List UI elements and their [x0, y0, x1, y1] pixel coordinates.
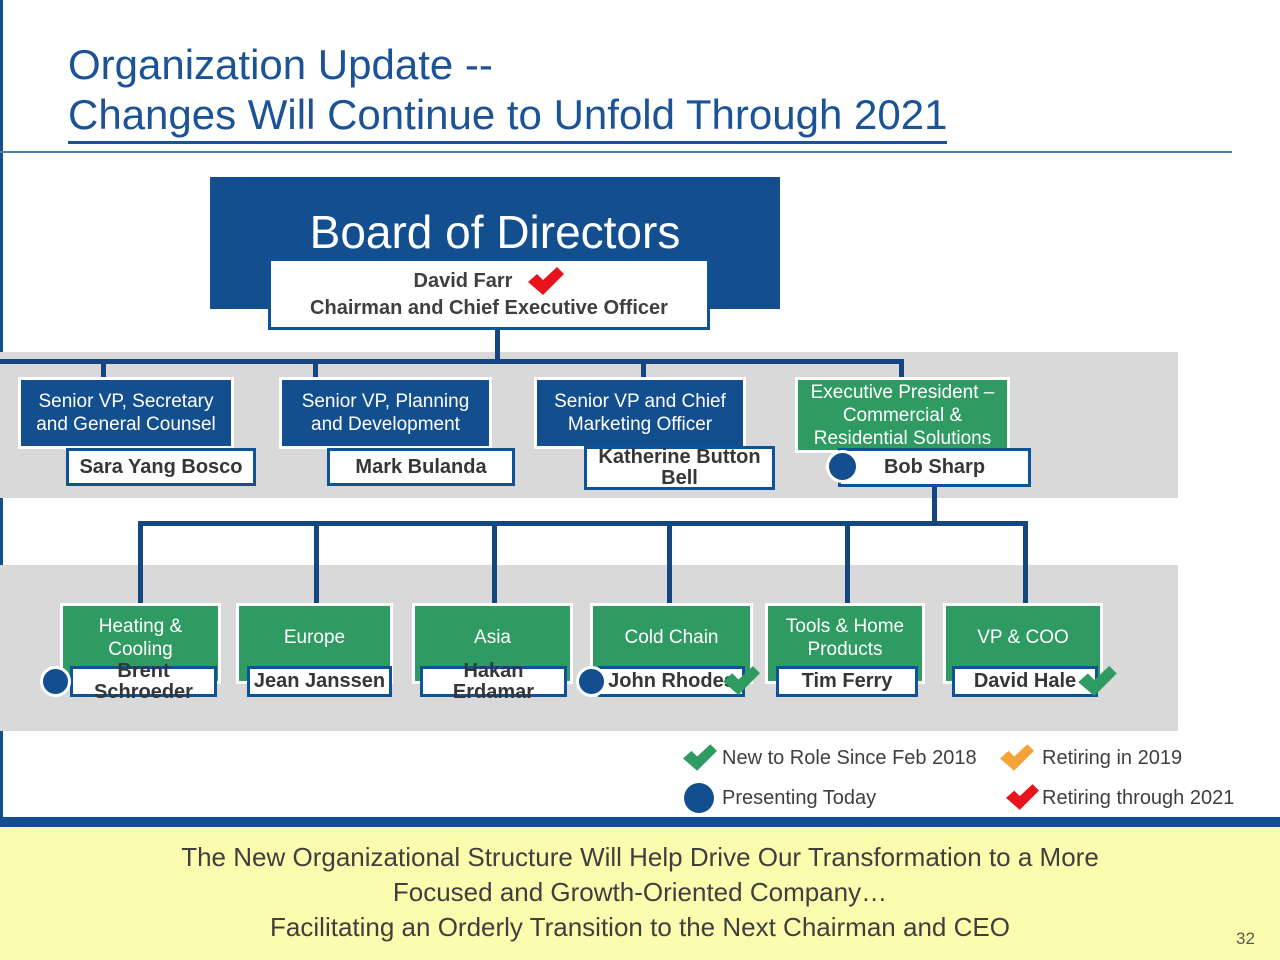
title-divider	[0, 151, 1232, 153]
name-plate: Sara Yang Bosco	[66, 448, 256, 486]
legend-presenting-today-icon	[684, 783, 714, 813]
connector-line	[495, 330, 500, 362]
person-name: Katherine Button Bell	[598, 446, 761, 489]
person-name: Tim Ferry	[801, 670, 893, 692]
dept-title: Europe	[283, 627, 346, 648]
person-name: Brent Schroeder	[94, 659, 193, 703]
name-plate: Mark Bulanda	[327, 448, 515, 486]
banner-line: Facilitating an Orderly Transition to th…	[270, 912, 1010, 942]
page-number: 32	[1236, 929, 1255, 948]
legend-presenting-today-label: Presenting Today	[722, 787, 877, 809]
connector-line	[492, 521, 497, 604]
connector-line	[0, 359, 904, 364]
connector-line	[1023, 521, 1028, 604]
banner-line: The New Organizational Structure Will He…	[181, 842, 1099, 872]
person-name: Jean Janssen	[253, 670, 386, 692]
dept-title: Senior VP and Chief Marketing Officer	[554, 391, 726, 435]
dept-title: Senior VP, Planning and Development	[301, 391, 470, 435]
person-name: David Hale	[973, 670, 1077, 692]
org-box-planning-development: Senior VP, Planning and Development	[279, 377, 492, 449]
retiring-2021-check-icon	[528, 267, 565, 295]
legend-new-to-role-label: New to Role Since Feb 2018	[722, 747, 977, 769]
dept-title: Heating & Cooling	[98, 615, 183, 660]
ceo-role: Chairman and Chief Executive Officer	[310, 297, 668, 319]
legend-new-to-role-icon	[683, 744, 717, 771]
page-title: Organization Update -- Changes Will Cont…	[68, 40, 948, 144]
legend-retiring-2021-label: Retiring through 2021	[1042, 787, 1235, 809]
name-plate: Tim Ferry	[776, 666, 918, 697]
new-to-role-check-icon	[1078, 666, 1117, 696]
presenting-today-icon	[40, 666, 71, 697]
page-title-line2: Changes Will Continue to Unfold Through …	[68, 90, 948, 144]
legend-retiring-2019-label: Retiring in 2019	[1042, 747, 1183, 769]
connector-line	[101, 359, 106, 379]
page-title-line1: Organization Update --	[68, 41, 493, 88]
org-box-general-counsel: Senior VP, Secretary and General Counsel	[18, 377, 234, 449]
connector-line	[314, 521, 319, 604]
banner-top-rule	[0, 817, 1280, 827]
person-name: Bob Sharp	[883, 456, 986, 478]
presenting-today-icon	[826, 450, 859, 483]
person-name: John Rhodes	[608, 670, 735, 692]
dept-title: Cold Chain	[624, 627, 719, 648]
connector-line	[313, 359, 318, 379]
org-box-commercial-residential: Executive President – Commercial & Resid…	[795, 377, 1010, 453]
bottom-banner: The New Organizational Structure Will He…	[0, 827, 1280, 960]
name-plate: Katherine Button Bell	[584, 446, 775, 490]
name-plate: Bob Sharp	[838, 448, 1031, 487]
name-plate: Jean Janssen	[247, 666, 392, 697]
connector-line	[139, 521, 1028, 526]
ceo-name: David Farr	[413, 270, 513, 292]
name-plate: Hakan Erdamar	[420, 660, 567, 702]
dept-title: Asia	[474, 627, 511, 648]
name-plate: Brent Schroeder	[70, 660, 217, 702]
connector-line	[667, 521, 672, 604]
connector-line	[641, 359, 646, 379]
org-box-marketing: Senior VP and Chief Marketing Officer	[534, 377, 746, 449]
name-plate: David Hale	[952, 666, 1098, 697]
dept-title: Senior VP, Secretary and General Counsel	[36, 391, 216, 435]
banner-line: Focused and Growth-Oriented Company…	[392, 877, 888, 907]
legend-retiring-2019-icon	[1000, 744, 1034, 771]
ceo-card: David Farr Chairman and Chief Executive …	[268, 258, 710, 330]
new-to-role-check-icon	[723, 666, 760, 695]
connector-line	[845, 521, 850, 604]
presenting-today-icon	[576, 666, 607, 697]
dept-title: VP & COO	[977, 627, 1069, 648]
legend-retiring-2021-icon	[1006, 784, 1039, 810]
connector-line	[932, 487, 937, 524]
person-name: Sara Yang Bosco	[79, 455, 243, 478]
board-label: Board of Directors	[309, 206, 681, 258]
person-name: Mark Bulanda	[355, 455, 487, 478]
person-name: Hakan Erdamar	[452, 659, 535, 703]
connector-line	[138, 521, 143, 604]
connector-line	[899, 359, 904, 379]
dept-title: Tools & Home Products	[785, 615, 905, 660]
dept-title: Executive President – Commercial & Resid…	[810, 381, 995, 449]
